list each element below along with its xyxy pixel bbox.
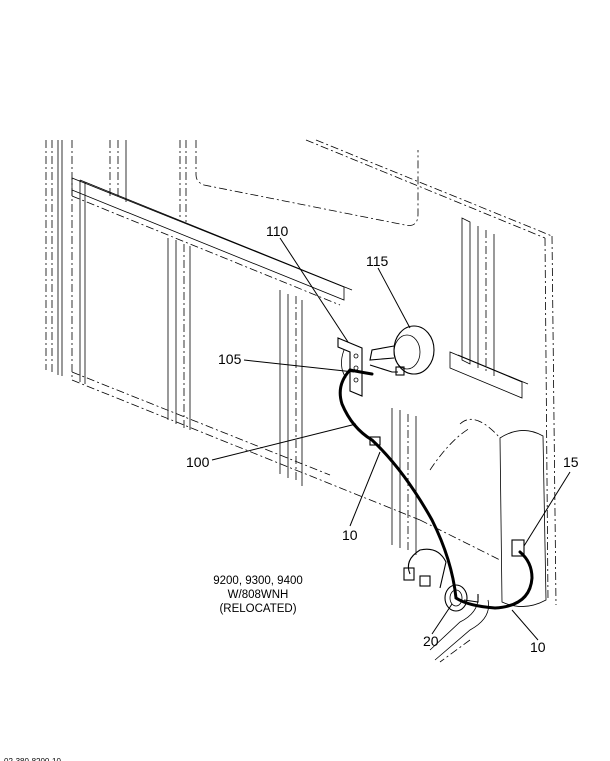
callout-100: 100: [186, 454, 210, 470]
callout-105: 105: [218, 351, 242, 367]
callout-115: 115: [366, 253, 389, 269]
callout-20: 20: [423, 633, 439, 649]
callout-10-lower: 10: [530, 639, 546, 655]
callout-labels: 110 115 105 100 10 15 20 10: [186, 223, 579, 655]
horn-assembly: [369, 325, 435, 376]
caption-line-2: W/808WNH: [228, 589, 289, 601]
wiring-harness: [338, 368, 534, 612]
model-caption: 9200, 9300, 9400 W/808WNH (RELOCATED): [213, 575, 303, 615]
mounting-bracket: [337, 337, 363, 397]
drawing-number: 02-380-8200-10: [4, 757, 61, 761]
callout-leaders: [211, 237, 571, 641]
caption-line-1: 9200, 9300, 9400: [213, 575, 303, 587]
callout-10-upper: 10: [342, 527, 358, 543]
caption-line-3: (RELOCATED): [219, 603, 296, 615]
frame-lines: [45, 139, 557, 663]
callout-110: 110: [266, 223, 289, 239]
callout-15: 15: [563, 454, 579, 470]
